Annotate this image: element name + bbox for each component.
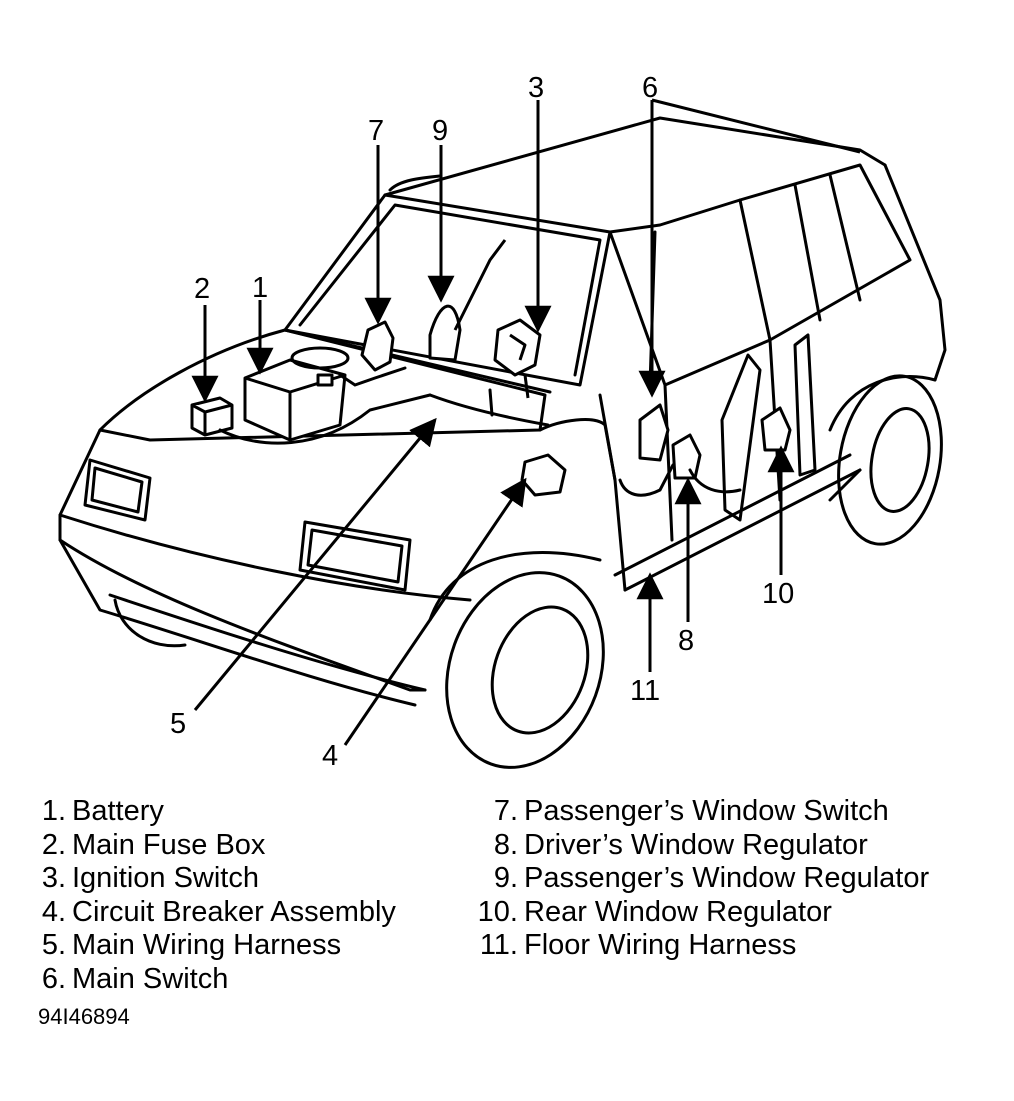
callout-5: 5 [170, 708, 186, 740]
legend-item-number: 10. [477, 895, 518, 928]
wiring-harness [218, 366, 742, 497]
legend-item: 7.Passenger’s Window Switch [468, 795, 929, 829]
callout-2: 2 [194, 273, 210, 305]
legend-item-number: 3. [41, 862, 66, 894]
components [190, 239, 817, 522]
legend-item: 5.Main Wiring Harness [36, 929, 396, 963]
legend-item: 9.Passenger’s Window Regulator [468, 862, 929, 896]
legend-item-label: Passenger’s Window Regulator [524, 862, 930, 894]
vehicle-body [58, 116, 947, 769]
callout-8: 8 [678, 625, 694, 657]
callout-10: 10 [762, 578, 794, 610]
callout-labels: 1 2 3 4 5 6 7 8 9 10 11 [170, 72, 794, 772]
legend-item: 10.Rear Window Regulator [468, 896, 929, 930]
legend-item-label: Main Wiring Harness [72, 929, 342, 961]
legend-item-label: Circuit Breaker Assembly [72, 895, 396, 928]
legend-item: 4.Circuit Breaker Assembly [36, 896, 396, 930]
legend-item-number: 7. [493, 795, 518, 827]
legend-item-number: 4. [41, 895, 66, 928]
legend-item-number: 11. [479, 929, 518, 961]
legend-left-column: 1.Battery 2.Main Fuse Box 3.Ignition Swi… [36, 795, 396, 996]
callout-leaders [651, 98, 861, 154]
legend-item-label: Passenger’s Window Switch [524, 795, 889, 827]
legend-item: 8.Driver’s Window Regulator [468, 829, 929, 863]
legend-item-label: Floor Wiring Harness [524, 929, 797, 961]
callout-4: 4 [322, 740, 338, 772]
legend-item: 11.Floor Wiring Harness [468, 929, 929, 963]
legend-item: 6.Main Switch [36, 963, 396, 997]
legend-item-number: 2. [41, 828, 66, 861]
legend-item: 1.Battery [36, 795, 396, 829]
legend-item-label: Ignition Switch [72, 862, 259, 894]
legend-item-label: Rear Window Regulator [524, 895, 832, 928]
figure-code: 94I46894 [38, 1004, 130, 1029]
legend-item-number: 6. [41, 962, 66, 995]
legend-item-label: Main Switch [72, 962, 229, 995]
legend-item-number: 5. [41, 929, 66, 961]
legend-item-label: Driver’s Window Regulator [524, 828, 868, 861]
callout-6: 6 [642, 72, 658, 104]
legend-item-label: Battery [72, 795, 164, 827]
callout-9: 9 [432, 115, 448, 147]
callout-7: 7 [368, 115, 384, 147]
legend-item: 2.Main Fuse Box [36, 829, 396, 863]
vehicle-window-system-diagram: 1 2 3 4 5 6 7 8 9 10 11 [58, 72, 947, 772]
callout-11: 11 [630, 675, 660, 707]
legend-item-number: 8. [493, 828, 518, 861]
callout-arrows [191, 100, 795, 746]
legend-right-column: 7.Passenger’s Window Switch 8.Driver’s W… [468, 795, 929, 963]
callout-3: 3 [528, 72, 544, 104]
legend-item-number: 9. [493, 862, 518, 894]
legend-item-label: Main Fuse Box [72, 828, 266, 861]
legend-item-number: 1. [41, 795, 66, 827]
callout-1: 1 [252, 272, 268, 304]
legend-item: 3.Ignition Switch [36, 862, 396, 896]
